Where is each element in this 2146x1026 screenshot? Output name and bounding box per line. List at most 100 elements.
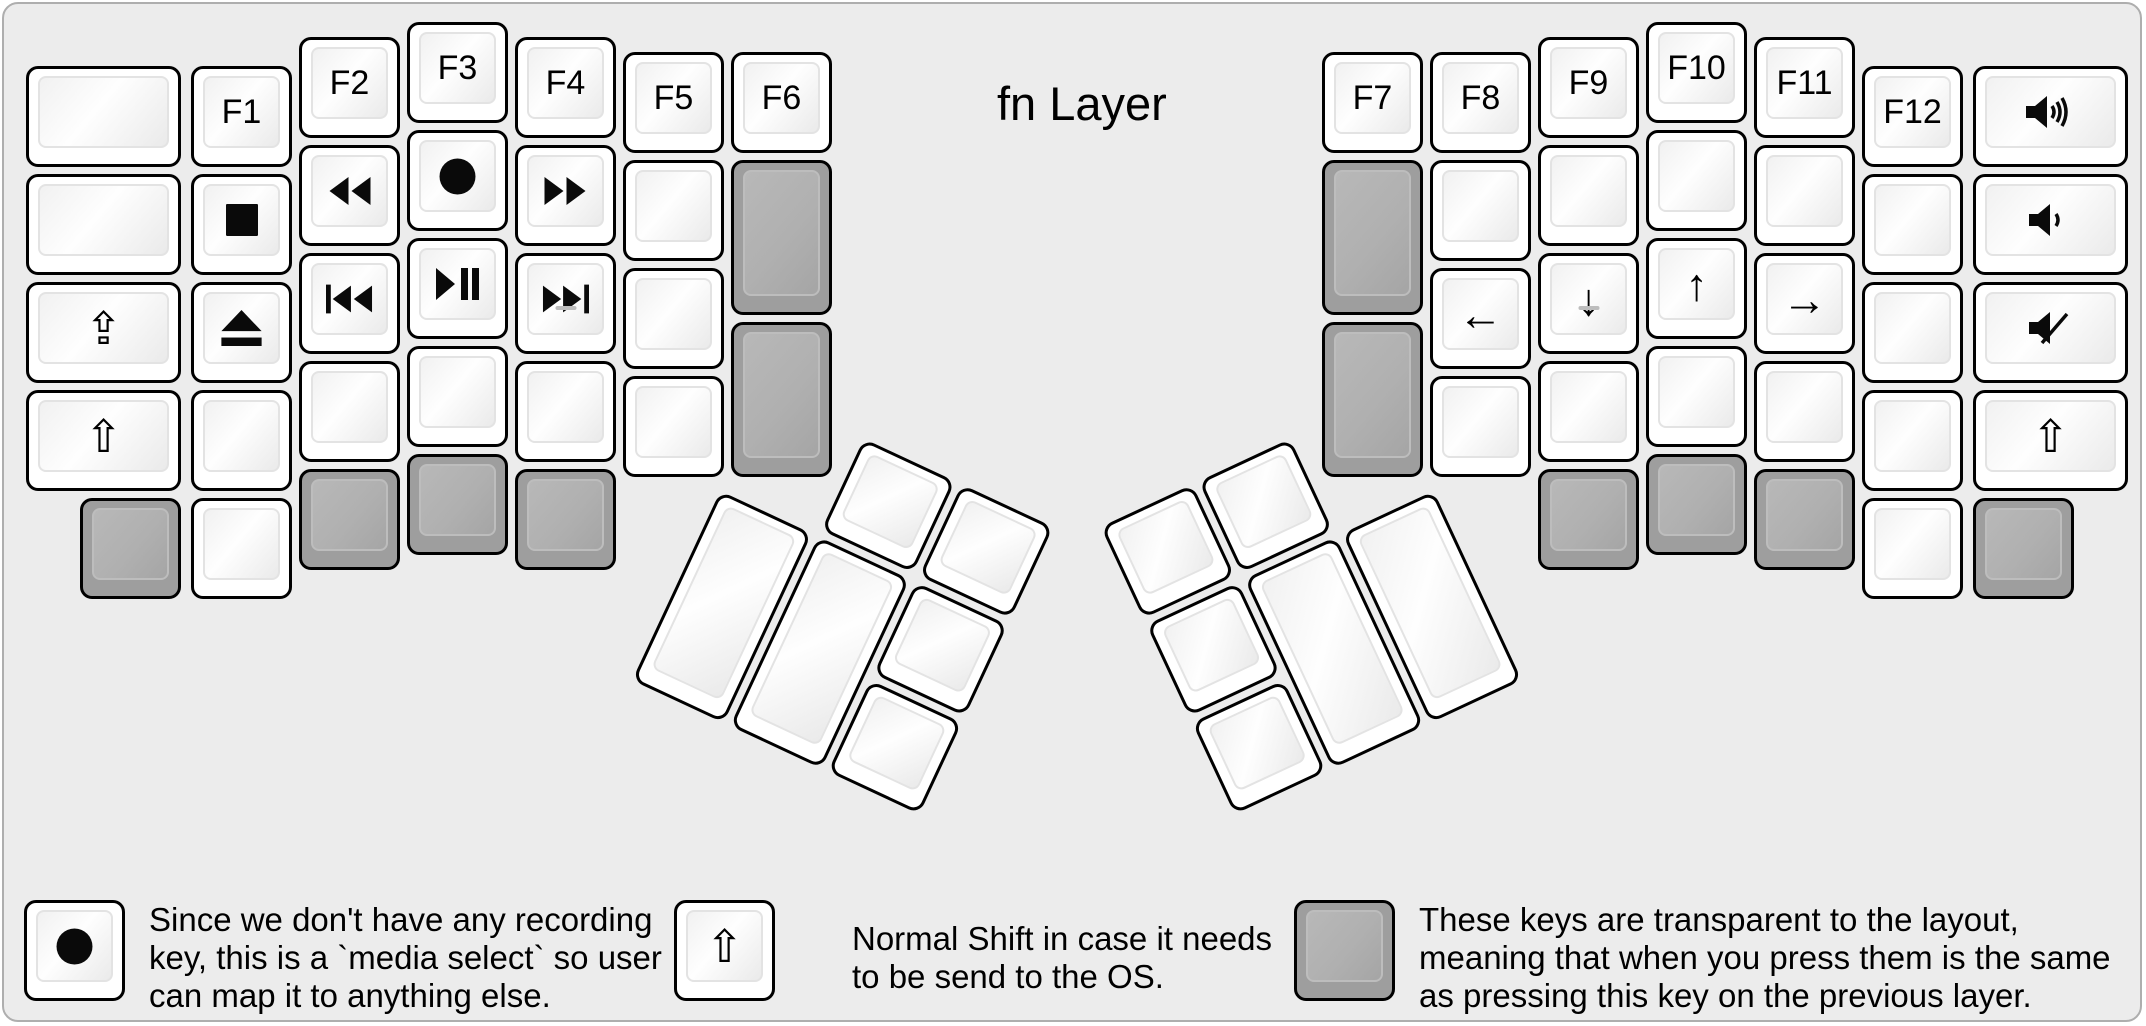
key-shift: ⇧ [1973, 390, 2128, 491]
key-f7: F7 [1322, 52, 1423, 153]
key-label: F1 [221, 92, 262, 131]
key-f11: F11 [1754, 37, 1855, 138]
keycap-surface [419, 248, 496, 320]
keycap-surface [1334, 332, 1411, 458]
keycap-surface [1550, 479, 1627, 551]
keycap-surface [1115, 498, 1217, 597]
homing-dash [1578, 306, 1599, 310]
key-label: F11 [1776, 63, 1833, 102]
key-label: F10 [1667, 48, 1726, 87]
keycap-surface: ⇧ [686, 910, 763, 982]
key-f10: F10 [1646, 22, 1747, 123]
keycap-surface: ⇧ [1985, 400, 2116, 472]
keycap-surface [743, 170, 820, 296]
key-f3: F3 [407, 22, 508, 123]
key-transparent [731, 160, 832, 315]
keycap-surface: → [1766, 263, 1843, 335]
keycap-surface [1874, 292, 1951, 364]
key-label: ↓ [1577, 273, 1600, 325]
keycap-surface [1874, 508, 1951, 580]
keycap-surface [1550, 371, 1627, 443]
key-blank [1862, 390, 1963, 491]
keycap-surface [1874, 184, 1951, 256]
key-blank [299, 361, 400, 462]
key-transparent [515, 469, 616, 570]
key-label: ⇧ [84, 410, 123, 462]
key-blank [1430, 376, 1531, 477]
keycap-surface: F10 [1658, 32, 1735, 104]
keycap-surface [1985, 184, 2116, 256]
key-rewind [299, 145, 400, 246]
key-blank [407, 346, 508, 447]
key-arrow-left: ← [1430, 268, 1531, 369]
key-blank [1538, 361, 1639, 462]
stop-icon [225, 204, 258, 236]
key-label: ← [1458, 288, 1503, 340]
key-volume-up [1973, 66, 2128, 167]
keycap-surface: F4 [527, 47, 604, 119]
key-transparent [1646, 454, 1747, 555]
key-volume-mute [1973, 282, 2128, 383]
key-f1: F1 [191, 66, 292, 167]
key-transparent [731, 322, 832, 477]
keycap-surface [743, 332, 820, 458]
keycap-surface: F2 [311, 47, 388, 119]
keycap-surface [840, 452, 941, 551]
key-label: ⇧ [2031, 410, 2070, 462]
legend-key-transparent [1294, 900, 1395, 1001]
keycap-surface [311, 371, 388, 443]
key-f2: F2 [299, 37, 400, 138]
key-f4: F4 [515, 37, 616, 138]
keycap-surface [203, 400, 280, 472]
legend-key-media-select [24, 900, 125, 1001]
fast-forward-icon [543, 176, 588, 206]
key-stop [191, 174, 292, 275]
key-media-select-record [407, 130, 508, 231]
key-label: F5 [653, 78, 694, 117]
legend-text-transparent: These keys are transparent to the layout… [1419, 901, 2111, 1014]
keycap-surface [38, 76, 169, 148]
key-blank [26, 174, 181, 275]
key-transparent [1973, 498, 2074, 599]
keycap-surface [1442, 386, 1519, 458]
key-blank [1538, 145, 1639, 246]
page-title: fn Layer [997, 77, 1167, 130]
volume-mute-icon [2028, 310, 2073, 346]
key-arrow-up: ↑ [1646, 238, 1747, 339]
keycap-surface [892, 596, 993, 695]
keycap-surface [1658, 464, 1735, 536]
keycap-surface [527, 479, 604, 551]
keycap-surface: F5 [635, 62, 712, 134]
key-blank [623, 376, 724, 477]
keycap-surface [419, 140, 496, 212]
key-blank [26, 66, 181, 167]
key-label: F9 [1568, 63, 1609, 102]
key-label: F6 [761, 78, 802, 117]
keycap-surface [311, 263, 388, 335]
keycap-surface [1658, 140, 1735, 212]
key-transparent [80, 498, 181, 599]
legend-text-media-select: Since we don't have any recording key, t… [149, 901, 662, 1014]
keycap-surface [1985, 76, 2116, 148]
keycap-surface [1766, 371, 1843, 443]
key-label: F2 [329, 63, 370, 102]
key-transparent [1322, 160, 1423, 315]
key-play-pause [407, 238, 508, 339]
key-label: F8 [1460, 78, 1501, 117]
key-skip-forward [515, 253, 616, 354]
keycap-surface: F1 [203, 76, 280, 148]
key-label: F12 [1883, 92, 1942, 131]
keycap-surface [937, 498, 1039, 597]
keycap-surface [1213, 452, 1314, 551]
key-skip-back [299, 253, 400, 354]
key-label: F3 [437, 48, 478, 87]
key-f12: F12 [1862, 66, 1963, 167]
keycap-surface [1874, 400, 1951, 472]
keycap-surface: F11 [1766, 47, 1843, 119]
key-label: ⇪ [84, 302, 123, 354]
key-blank [623, 268, 724, 369]
play-pause-icon [435, 267, 480, 301]
key-fast-forward [515, 145, 616, 246]
volume-down-icon [2028, 202, 2073, 238]
